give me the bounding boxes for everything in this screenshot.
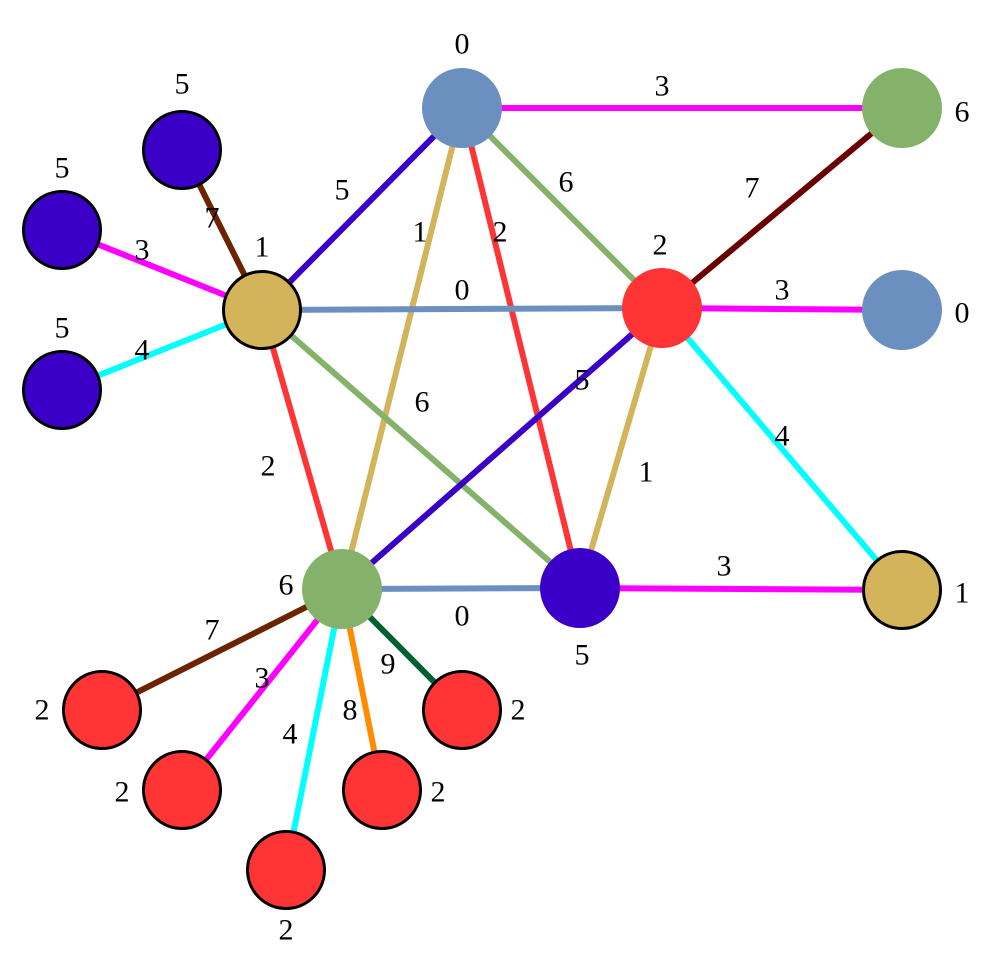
graph-node-p2b (142, 750, 222, 830)
edge-n1-n2 (261, 305, 663, 313)
edge-weight-label: 2 (493, 216, 508, 249)
graph-node-p5b (22, 190, 102, 270)
edge-n1-n6 (259, 309, 345, 590)
edge-weight-label: 7 (205, 202, 220, 235)
node-label: 2 (511, 694, 526, 727)
node-label: 5 (55, 152, 70, 185)
edge-n6-p2c (283, 588, 345, 871)
graph-node-p2d (342, 750, 422, 830)
node-label: 1 (955, 577, 970, 610)
edge-n2-r6 (660, 105, 904, 311)
edge-weight-label: 4 (283, 718, 298, 751)
edge-weight-label: 1 (413, 216, 428, 249)
edge-weight-label: 8 (343, 694, 358, 727)
edge-weight-label: 5 (575, 364, 590, 397)
edge-weight-label: 3 (655, 70, 670, 103)
edge-weight-label: 1 (639, 456, 654, 489)
edge-n2-n6 (340, 305, 664, 592)
graph-node-n1 (222, 270, 302, 350)
graph-node-r6 (862, 68, 942, 148)
edge-weight-label: 5 (335, 174, 350, 207)
node-label: 5 (175, 68, 190, 101)
edge-weight-label: 4 (775, 420, 790, 453)
node-label: 6 (955, 96, 970, 129)
edge-n2-n5 (577, 307, 665, 589)
node-label: 2 (279, 914, 294, 947)
edge-weight-label: 0 (455, 600, 470, 633)
graph-node-p2a (62, 670, 142, 750)
edge-n0-n2 (459, 105, 665, 311)
edge-weight-label: 9 (381, 648, 396, 681)
node-label: 6 (279, 569, 294, 602)
edge-weight-label: 4 (135, 334, 150, 367)
graph-node-n0 (422, 68, 502, 148)
node-label: 2 (115, 776, 130, 809)
edge-n0-n6 (339, 107, 465, 590)
graph-node-r1 (862, 550, 942, 630)
nodes-layer (22, 68, 942, 910)
edge-n0-n5 (459, 107, 583, 589)
edge-n1-n5 (260, 307, 582, 591)
node-label: 5 (55, 312, 70, 345)
graph-node-p5a (142, 110, 222, 190)
graph-node-r0 (862, 270, 942, 350)
node-label: 0 (955, 297, 970, 330)
node-label: 2 (35, 694, 50, 727)
edge-weight-label: 3 (717, 550, 732, 583)
edge-weight-label: 2 (261, 450, 276, 483)
node-label: 2 (431, 776, 446, 809)
edge-n2-r0 (661, 305, 903, 313)
graph-node-n5 (540, 548, 620, 628)
node-label: 2 (653, 229, 668, 262)
graph-node-p2c (246, 830, 326, 910)
edge-weight-label: 6 (559, 166, 574, 199)
edge-n0-n1 (259, 105, 465, 313)
edge-weight-label: 6 (415, 386, 430, 419)
graph-node-n2 (622, 268, 702, 348)
graph-node-p5c (22, 350, 102, 430)
edge-weight-label: 3 (135, 234, 150, 267)
edge-weight-label: 7 (205, 614, 220, 647)
edge-n6-p2a (100, 586, 344, 713)
edge-weight-label: 3 (255, 662, 270, 695)
edge-n2-r1 (659, 306, 905, 592)
graph-node-n6 (302, 549, 382, 629)
node-label: 5 (575, 639, 590, 672)
node-label: 0 (455, 28, 470, 61)
edge-weight-label: 3 (775, 274, 790, 307)
edge-n6-p2b (179, 587, 345, 792)
edge-weight-label: 0 (455, 274, 470, 307)
graph-node-p2e (422, 670, 502, 750)
node-label: 1 (255, 231, 270, 264)
edge-weight-label: 7 (745, 172, 760, 205)
edge-n5-r1 (579, 585, 903, 593)
